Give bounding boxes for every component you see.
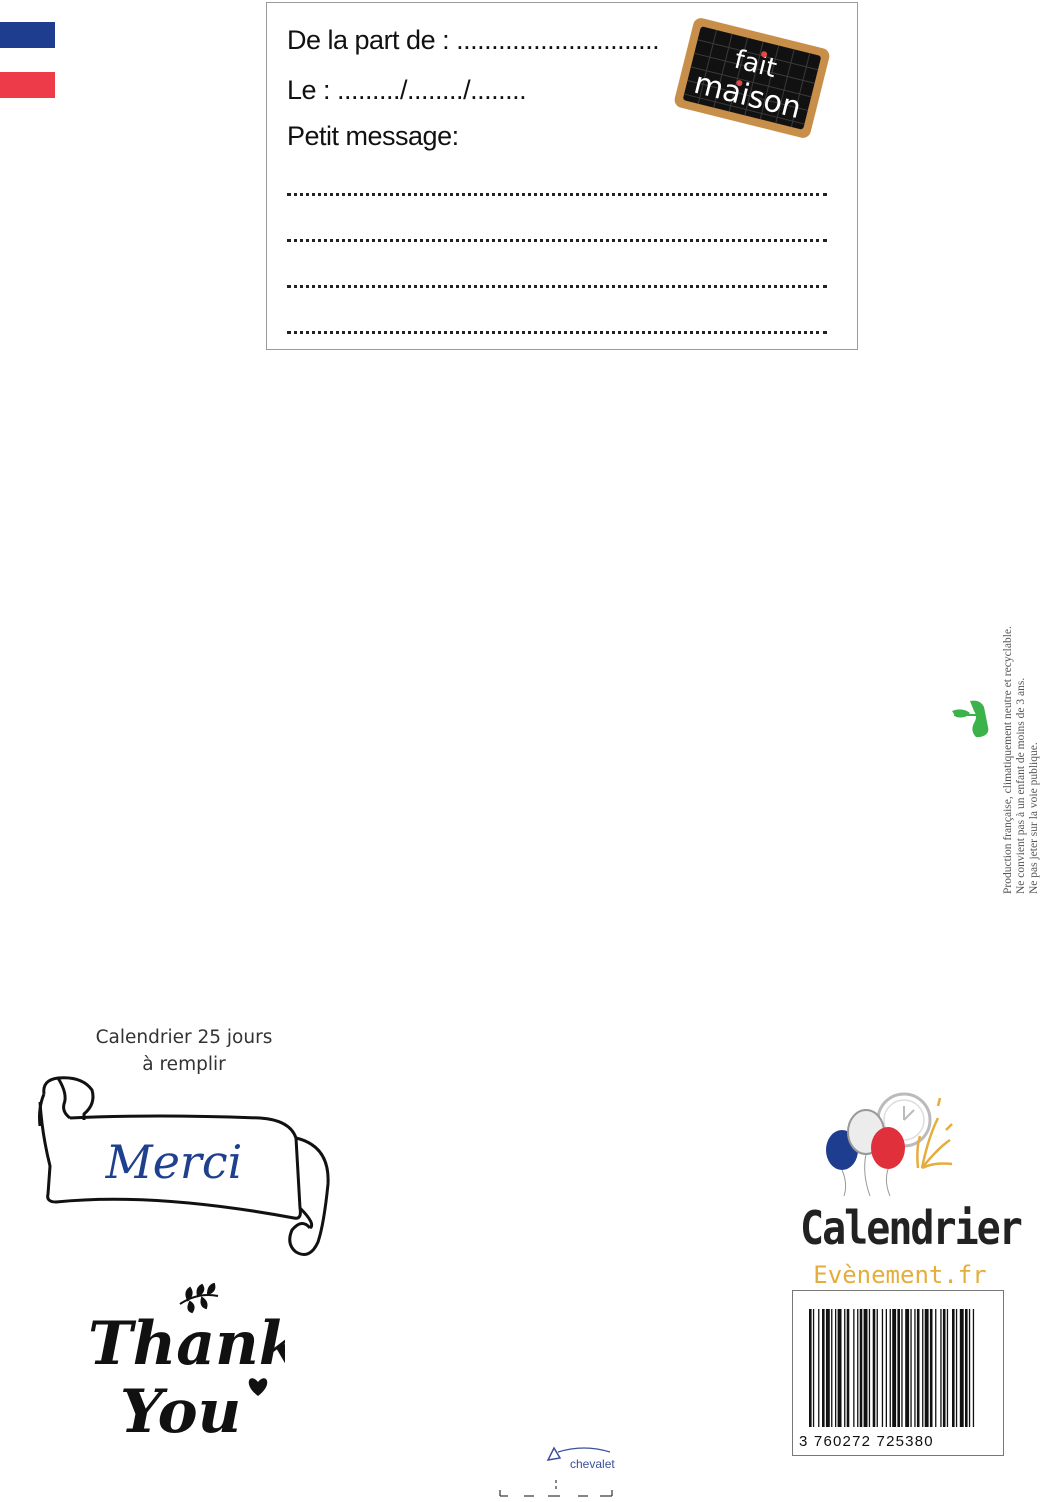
barcode-bar [922, 1309, 924, 1427]
barcode-bar [872, 1309, 876, 1427]
stand-label: chevalet [570, 1457, 615, 1471]
legal-line-1: Production française, climatiquement neu… [1002, 626, 1014, 894]
barcode-bar [916, 1309, 920, 1427]
barcode-bar [968, 1309, 971, 1427]
barcode-bar [935, 1309, 937, 1427]
barcode-bar [885, 1309, 887, 1427]
barcode-bar [972, 1309, 975, 1427]
flag-blue-stripe [0, 22, 55, 48]
barcode-bar [952, 1309, 955, 1427]
barcode-bar [812, 1309, 815, 1427]
brand-name: Calendrier [800, 1202, 1023, 1256]
barcode-bar [889, 1309, 891, 1427]
barcode-bar [859, 1309, 863, 1427]
flag-red-stripe [0, 72, 55, 98]
barcode-bar [897, 1309, 900, 1427]
legal-notice: Production française, climatiquement neu… [1002, 544, 1042, 894]
merci-scroll-banner: Merci [38, 1076, 330, 1256]
thank-you-lettering: Thank You [88, 1282, 285, 1447]
barcode-bar [924, 1309, 929, 1427]
message-line-4 [287, 321, 827, 334]
product-title-line-2: à remplir [142, 1054, 226, 1075]
barcode-bar [825, 1309, 830, 1427]
barcode-bar [818, 1309, 820, 1427]
barcode-number: 3 760272 725380 [799, 1433, 934, 1450]
message-line-1 [287, 183, 827, 196]
legal-line-2: Ne convient pas à un enfant de moins de … [1015, 677, 1027, 894]
fait-maison-chalkboard-icon: fait maison [674, 18, 830, 138]
message-label: Petit message: [287, 121, 459, 151]
barcode-box: 3 760272 725380 [792, 1290, 1004, 1456]
message-line-3 [287, 275, 827, 288]
thanks-word-1: Thank [88, 1309, 285, 1379]
barcode-bar [892, 1309, 897, 1427]
barcode-bar [844, 1309, 846, 1427]
brand-domain: Evènement.fr [813, 1261, 987, 1289]
barcode-bar [942, 1309, 946, 1427]
barcode-bar [837, 1309, 842, 1427]
legal-line-3: Ne pas jeter sur la voie publique. [1028, 742, 1040, 894]
barcode-bar [910, 1309, 912, 1427]
barcode-bar [946, 1309, 949, 1427]
message-line-2 [287, 229, 827, 242]
eco-leaf-hand-icon [952, 700, 989, 737]
barcode-bar [881, 1309, 884, 1427]
barcode-bar [853, 1309, 855, 1427]
barcode-bar [929, 1309, 933, 1427]
barcode-bar [876, 1309, 878, 1427]
brand-balloons-icon [826, 1092, 953, 1197]
product-title-line-1: Calendrier 25 jours [95, 1027, 273, 1048]
barcode-bar [846, 1309, 850, 1427]
product-title: Calendrier 25 jours à remplir [84, 1024, 284, 1078]
thanks-word-2: You [120, 1377, 241, 1447]
barcode-bar [857, 1309, 859, 1427]
barcode-bar [914, 1309, 916, 1427]
barcode-bar [955, 1309, 958, 1427]
barcode-bar [863, 1309, 868, 1427]
stand-arrow-icon [546, 1446, 562, 1461]
banner-merci-text: Merci [105, 1135, 243, 1189]
barcode-bar [809, 1309, 812, 1427]
barcode-bar [835, 1309, 837, 1427]
chevalet-stand-marker: chevalet [499, 1446, 615, 1497]
barcode-icon [809, 1309, 975, 1427]
barcode-bar [868, 1309, 871, 1427]
barcode-bar [959, 1309, 964, 1427]
barcode-bar [940, 1309, 942, 1427]
barcode-bar [831, 1309, 833, 1427]
heart-icon [248, 1378, 268, 1396]
barcode-bar [965, 1309, 968, 1427]
from-label: De la part de : ........................… [287, 25, 660, 55]
barcode-bar [822, 1309, 825, 1427]
barcode-bar [905, 1309, 910, 1427]
barcode-bar [901, 1309, 903, 1427]
date-label: Le : ........./......../........ [287, 75, 527, 105]
